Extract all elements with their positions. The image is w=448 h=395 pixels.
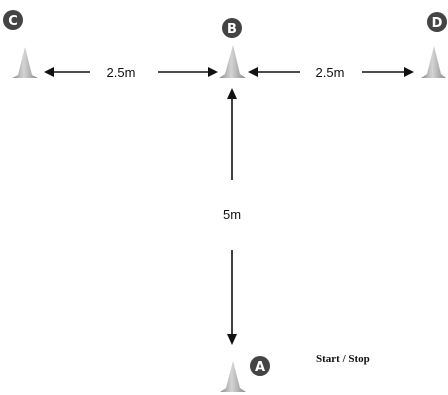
cone-d-icon [421,46,446,78]
arrow-b-to-d [248,67,414,77]
badge-b-label: B [227,22,237,37]
distance-c-to-b: 2.5m [107,65,136,80]
cone-a [220,361,246,392]
start-stop-caption: Start / Stop [316,353,370,365]
badge-a-label: A [255,360,265,375]
badge-a: A [250,356,270,376]
cone-d [421,46,446,78]
arrow-c-b-left-head [44,67,54,77]
cone-b-icon [219,45,246,78]
badge-a-circle [250,356,270,376]
cone-c [12,47,38,78]
cone-a-icon [220,361,246,392]
cone-c-icon [12,47,38,78]
arrow-c-to-b [44,67,218,77]
arrow-b-d-right-head [404,67,414,77]
arrow-a-b-upper-head [227,88,237,99]
badge-b: B [222,18,242,38]
badge-c-circle [3,10,23,30]
badge-d: D [427,12,447,32]
arrow-b-d-left-head [248,67,258,77]
cone-b [219,45,246,78]
badge-c-label: C [8,14,18,29]
arrow-a-b-lower-head [227,334,237,345]
distance-b-to-d: 2.5m [316,65,345,80]
arrow-c-b-right-head [208,67,218,77]
distance-a-to-b: 5m [223,207,241,222]
badge-c: C [3,10,23,30]
badge-b-circle [222,18,242,38]
badge-d-label: D [432,16,443,31]
badge-d-circle [427,12,447,32]
arrow-a-to-b [227,88,237,345]
